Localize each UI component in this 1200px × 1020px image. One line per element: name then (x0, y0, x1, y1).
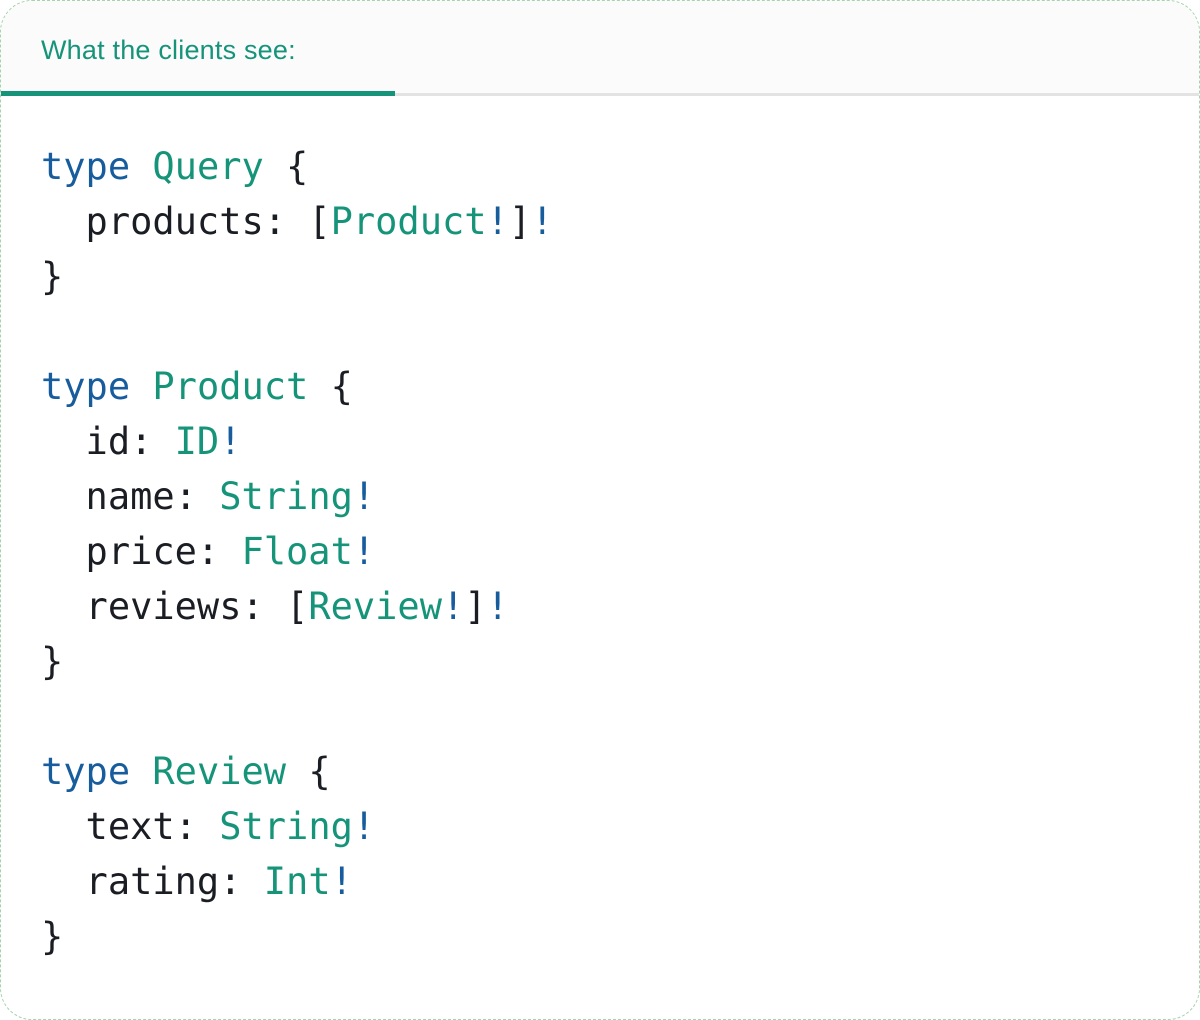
code-token: type (41, 145, 131, 188)
code-panel-header: What the clients see: (1, 1, 1199, 96)
code-token: price: (41, 530, 242, 573)
code-token: Review (308, 585, 442, 628)
code-token: text: (41, 805, 220, 848)
active-tab-indicator (1, 91, 395, 96)
code-token (130, 145, 152, 188)
code-token: reviews: [ (41, 585, 309, 628)
code-line: products: [Product!]! (41, 194, 1169, 249)
code-token: ! (531, 200, 554, 243)
code-token: rating: (41, 860, 264, 903)
code-token: String (219, 805, 353, 848)
tab-what-clients-see[interactable]: What the clients see: (41, 35, 296, 66)
code-line (41, 689, 1169, 744)
code-line: type Product { (41, 359, 1169, 414)
code-token: String (219, 475, 353, 518)
code-token: type (41, 750, 131, 793)
code-line: name: String! (41, 469, 1169, 524)
code-line: id: ID! (41, 414, 1169, 469)
code-token: ! (486, 585, 509, 628)
code-token: Float (241, 530, 353, 573)
code-token: { (308, 365, 353, 408)
code-line (41, 304, 1169, 359)
code-token: ! (352, 530, 376, 573)
code-token: ! (352, 805, 376, 848)
code-line: type Review { (41, 744, 1169, 799)
code-token: products: [ (41, 200, 331, 243)
code-line: rating: Int! (41, 854, 1169, 909)
code-token: id: (41, 420, 175, 463)
code-token: type (41, 365, 131, 408)
code-token: Product (330, 200, 487, 243)
code-line: } (41, 634, 1169, 689)
code-token: Int (263, 860, 331, 903)
code-token: } (41, 915, 64, 958)
code-line: } (41, 909, 1169, 964)
code-token: ! (352, 475, 376, 518)
code-line: reviews: [Review!]! (41, 579, 1169, 634)
code-token: ! (441, 585, 465, 628)
code-line: } (41, 249, 1169, 304)
code-block: type Query { products: [Product!]!}type … (1, 96, 1199, 964)
code-token: ! (219, 420, 242, 463)
code-token: { (286, 750, 331, 793)
code-line: price: Float! (41, 524, 1169, 579)
code-token: } (41, 640, 64, 683)
code-token (130, 365, 152, 408)
code-token: } (41, 255, 64, 298)
code-token: { (263, 145, 309, 188)
code-line: type Query { (41, 139, 1169, 194)
code-line: text: String! (41, 799, 1169, 854)
tab-label: What the clients see: (41, 34, 296, 65)
code-token: ! (330, 860, 353, 903)
code-token: ID (174, 420, 220, 463)
code-token: ] (464, 585, 487, 628)
code-token: ! (486, 200, 509, 243)
code-token: Query (152, 145, 264, 188)
code-token: Product (152, 365, 309, 408)
code-token: ] (508, 200, 532, 243)
code-token (130, 750, 152, 793)
code-token: name: (41, 475, 220, 518)
code-token: Review (152, 750, 287, 793)
